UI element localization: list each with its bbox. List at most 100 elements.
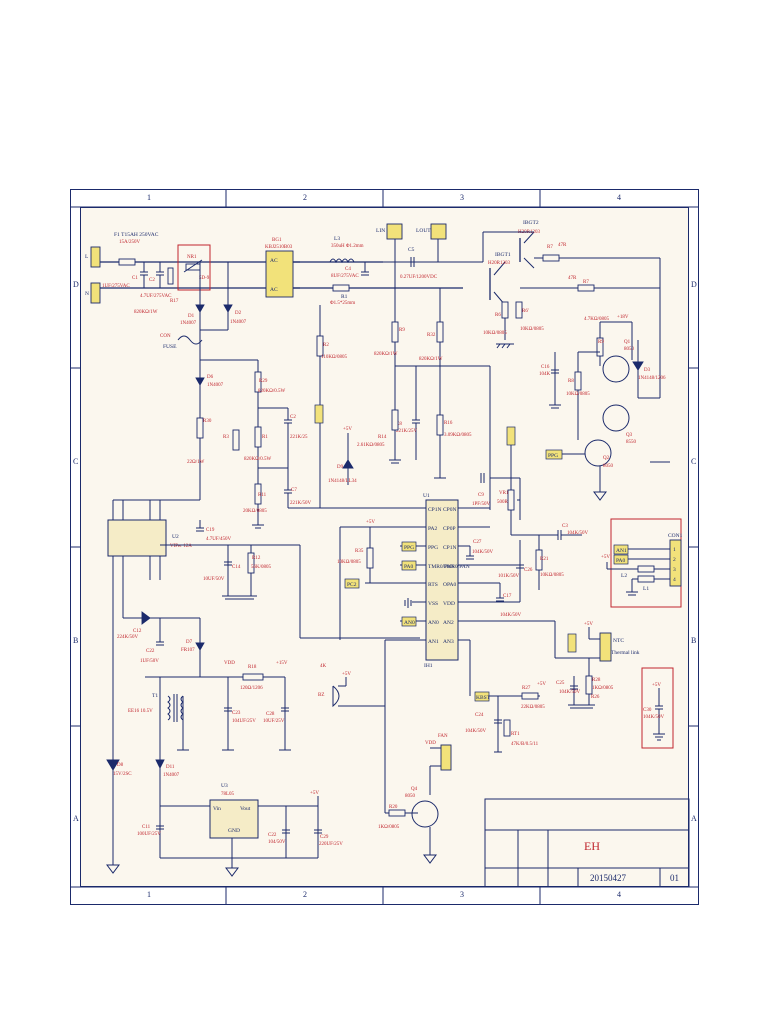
mcu-u1	[425, 499, 459, 661]
resistor-r12-label: R12	[252, 556, 261, 561]
zone-row-a-right: A	[691, 814, 697, 823]
cap-c25-value: 104K/50V	[559, 690, 581, 695]
resistor-r16-value: 3.09KΩ/0805	[444, 433, 472, 438]
terminal-l	[90, 246, 101, 268]
zone-row-d-left: D	[73, 280, 79, 289]
net-vdd-fan: VDD	[425, 741, 436, 746]
resistor-r35-label: R35	[355, 549, 364, 554]
mcu-pin-r6: VDD	[443, 601, 455, 607]
mcu-section: R9 820KΩ/1W R32 820KΩ/1W C8 221K/25V R14…	[318, 262, 589, 864]
ground-igbt	[496, 343, 514, 349]
ground-q4	[423, 854, 437, 864]
inductor-l3	[329, 258, 355, 264]
bridge-bg1	[265, 250, 294, 298]
zone-col-4-top: 4	[617, 193, 621, 202]
diode-d11-value: 1N4007	[163, 773, 180, 778]
con1-pin2: 2	[673, 557, 676, 563]
cap-c17-value: 104K/50V	[500, 613, 522, 618]
zone-row-d-right: D	[691, 280, 697, 289]
zone-row-c-right: C	[691, 457, 697, 466]
tag-ppg-right-label: PPG	[548, 453, 558, 459]
resistor-r11-value: 20KΩ/0805	[243, 509, 267, 514]
transistor-q4-value: 8050	[405, 794, 416, 799]
resistor-r18-label: R18	[248, 665, 257, 670]
cap-c1: C1	[132, 276, 138, 281]
mcu-u1-model: IH1	[424, 663, 433, 669]
resistor-r28-value: 1KΩ/0805	[592, 686, 614, 691]
tag-an1-label: AN1	[616, 548, 627, 554]
transistor-q3-value: 8550	[626, 440, 637, 445]
gate-driver-section: 4.7KΩ/0805 +18V R9 R8 10KΩ/0805 C16 104K…	[539, 315, 683, 749]
resistor-r9b-label: R9	[598, 340, 604, 345]
cap-c8-value: 221K/25V	[396, 429, 418, 434]
mcu-pin-r4: TMR0/PAN	[443, 564, 470, 570]
cap-c17: C17	[503, 594, 512, 599]
transistor-q3-label: Q3	[626, 433, 633, 438]
diode-d7	[195, 642, 205, 651]
mcu-pin-l5: RTS	[428, 582, 438, 588]
diode-d11	[155, 759, 165, 770]
net-p5v-r35: +5V	[366, 520, 375, 525]
mcu-pin-l2: PA2	[428, 526, 438, 532]
resistor-r3	[232, 429, 240, 451]
resistor-r16-label: R16	[444, 421, 453, 426]
resistor-r6b-label: R6'	[522, 309, 529, 314]
buzzer-value: 4K	[320, 664, 327, 669]
cap-c7-value: 221K/50V	[290, 501, 312, 506]
resistor-r29-value: 820KΩ/0.5W	[258, 389, 285, 394]
resistor-r20-label: R20	[389, 805, 398, 810]
cap-c1-value: 1UF/275VAC	[102, 284, 130, 289]
tag-pc2	[344, 578, 360, 589]
bridge-bg1-label: BG1	[272, 238, 282, 243]
resistor-r32-label: R32	[427, 333, 436, 338]
resistor-r6c-value: 4.7KΩ/0805	[584, 317, 609, 322]
tag-pa0-right-label: PA0	[616, 558, 626, 564]
con1-pin3: 3	[673, 567, 676, 573]
connector-thermal	[599, 632, 612, 662]
resistor-r6-label: R6	[495, 313, 501, 318]
mcu-pin-r5: OPA0	[443, 582, 456, 588]
trimmer-vr1	[507, 489, 515, 511]
cap-c24: C24	[475, 713, 484, 718]
resistor-r2	[316, 335, 324, 357]
cap-c3-value: 104K/50V	[567, 531, 589, 536]
transistor-q4-label: Q4	[411, 787, 418, 792]
resistor-r7	[542, 254, 560, 262]
cap-c2: C2	[149, 278, 155, 283]
trimmer-vr1-label: VR1	[499, 491, 509, 496]
zone-col-3-top: 3	[460, 193, 464, 202]
igbt1-value: H20R1203	[488, 261, 510, 266]
ground-d8	[106, 864, 120, 874]
bridge-ac1: AC	[270, 258, 278, 264]
resistor-r2-label: R2	[323, 343, 329, 348]
resistor-r3-label: R3	[223, 435, 229, 440]
transistor-q4	[411, 800, 439, 828]
mcu-pin-r8: AN3	[443, 639, 454, 645]
net-p5v-con1: +5V	[601, 555, 610, 560]
resistor-r11-label: R11	[258, 493, 267, 498]
ground-q2	[593, 491, 607, 501]
zone-col-2-top: 2	[303, 193, 307, 202]
zone-row-c-left: C	[73, 457, 79, 466]
tag-pa7b	[506, 426, 516, 446]
resistor-r32-value: 820KΩ/1W	[419, 357, 443, 362]
zone-row-b-left: B	[73, 636, 79, 645]
cap-c5-value: 0.27UF/1200VDC	[400, 275, 438, 280]
diode-d1-value: 1N4007	[180, 321, 197, 326]
resistor-r9-value: 820KΩ/1W	[374, 352, 398, 357]
regulator-u3-label: U3	[221, 783, 228, 789]
mcu-pin-r2: CP0P	[443, 526, 456, 532]
cap-c22b-value: 104/50V	[268, 840, 286, 845]
cap-c7: C7	[291, 488, 297, 493]
net-p5v-d9: +5V	[343, 427, 352, 432]
transistor-q2-value: 8050	[603, 464, 614, 469]
net-p15v: +15V	[276, 661, 288, 666]
thermistor-rt1-label: RT1	[511, 732, 520, 737]
tag-ppg-label: PPG	[404, 545, 414, 551]
fuse-f1-label: F1 T15AH 250VAC	[114, 232, 159, 238]
ic-u2-label: U2	[172, 534, 179, 540]
title-name: EH	[584, 839, 600, 853]
transformer-t1-label: T1	[152, 693, 158, 699]
cap-c30-value: 104K/50V	[643, 715, 665, 720]
ic-u2-value: VIPer 12A	[170, 544, 192, 549]
